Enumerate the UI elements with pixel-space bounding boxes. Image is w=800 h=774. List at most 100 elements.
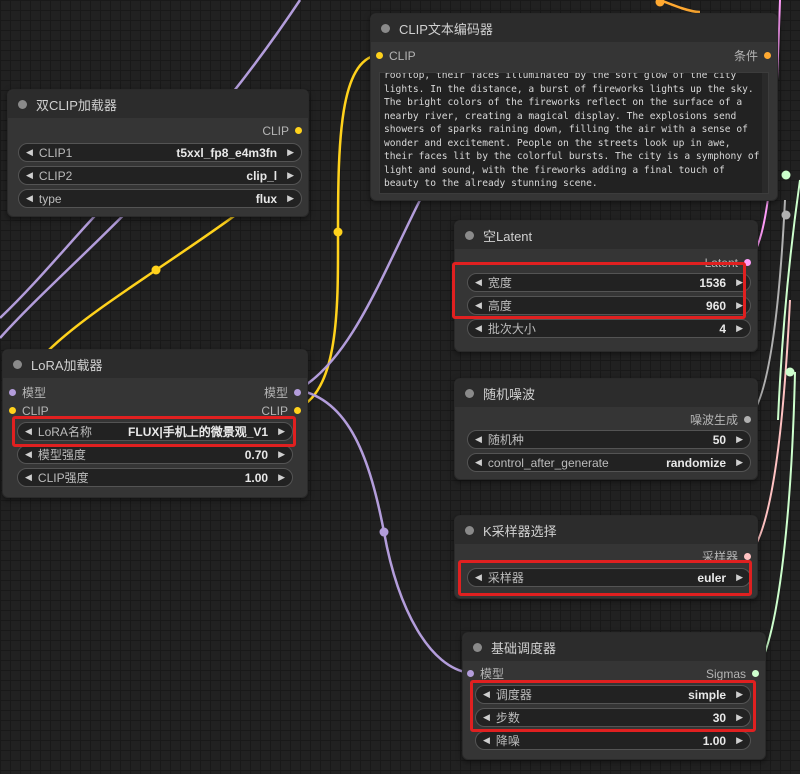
wire-reroute-dot	[333, 227, 343, 237]
output-slot-noise[interactable]: 噪波生成	[690, 413, 751, 427]
slot-dot-icon[interactable]	[744, 259, 751, 267]
arrow-right-icon[interactable]: ▶	[736, 457, 743, 467]
node-title-bar[interactable]: CLIP文本编码器	[371, 14, 777, 42]
arrow-right-icon[interactable]: ▶	[736, 572, 743, 582]
arrow-right-icon[interactable]: ▶	[736, 735, 743, 745]
node-title: CLIP文本编码器	[399, 21, 493, 37]
collapse-dot-icon[interactable]	[13, 359, 22, 369]
arrow-left-icon[interactable]: ◀	[475, 277, 482, 287]
output-slot-model[interactable]: 模型	[264, 386, 301, 400]
slot-dot-icon[interactable]	[744, 416, 751, 424]
output-slot-clip[interactable]: CLIP	[262, 124, 302, 138]
arrow-right-icon[interactable]: ▶	[736, 277, 743, 287]
arrow-left-icon[interactable]: ◀	[475, 457, 482, 467]
arrow-left-icon[interactable]: ◀	[25, 472, 32, 482]
arrow-left-icon[interactable]: ◀	[25, 449, 32, 459]
node-title-bar[interactable]: K采样器选择	[455, 516, 757, 544]
node-title-bar[interactable]: 空Latent	[455, 221, 757, 249]
collapse-dot-icon[interactable]	[465, 388, 474, 398]
collapse-dot-icon[interactable]	[381, 23, 390, 33]
slot-dot-icon[interactable]	[752, 670, 759, 678]
arrow-left-icon[interactable]: ◀	[483, 735, 490, 745]
collapse-dot-icon[interactable]	[473, 642, 482, 652]
prompt-textarea[interactable]: rooftop, their faces illuminated by the …	[379, 72, 769, 194]
input-slot-model[interactable]: 模型	[9, 386, 46, 400]
clip-text-encoder-node[interactable]: CLIP文本编码器 CLIP 条件 rooftop, their faces i…	[370, 13, 778, 201]
node-title-bar[interactable]: 双CLIP加载器	[8, 90, 308, 118]
node-title: 空Latent	[483, 228, 533, 244]
slot-dot-icon[interactable]	[744, 553, 751, 561]
arrow-left-icon[interactable]: ◀	[475, 300, 482, 310]
arrow-left-icon[interactable]: ◀	[26, 193, 33, 203]
node-title-bar[interactable]: 基础调度器	[463, 633, 765, 661]
arrow-right-icon[interactable]: ▶	[736, 712, 743, 722]
arrow-left-icon[interactable]: ◀	[26, 170, 33, 180]
collapse-dot-icon[interactable]	[465, 230, 474, 240]
collapse-dot-icon[interactable]	[465, 525, 474, 535]
arrow-left-icon[interactable]: ◀	[475, 572, 482, 582]
arrow-left-icon[interactable]: ◀	[483, 712, 490, 722]
arrow-left-icon[interactable]: ◀	[25, 426, 32, 436]
arrow-right-icon[interactable]: ▶	[287, 170, 294, 180]
wire-reroute-dot	[781, 170, 791, 180]
node-title: 双CLIP加载器	[36, 97, 117, 113]
arrow-left-icon[interactable]: ◀	[475, 323, 482, 333]
input-slot-clip[interactable]: CLIP	[376, 49, 416, 63]
slot-dot-icon[interactable]	[9, 407, 16, 415]
highlight-box-lora-name	[12, 416, 296, 447]
slot-dot-icon[interactable]	[294, 407, 301, 415]
arrow-left-icon[interactable]: ◀	[475, 434, 482, 444]
input-slot-model[interactable]: 模型	[467, 667, 504, 681]
node-title-bar[interactable]: 随机噪波	[455, 379, 757, 407]
wire-conditioning-top	[659, 0, 701, 14]
slot-dot-icon[interactable]	[295, 127, 302, 135]
slot-dot-icon[interactable]	[294, 389, 301, 397]
collapse-dot-icon[interactable]	[18, 99, 27, 109]
arrow-right-icon[interactable]: ▶	[278, 472, 285, 482]
arrow-right-icon[interactable]: ▶	[736, 323, 743, 333]
arrow-right-icon[interactable]: ▶	[278, 426, 285, 436]
node-title: K采样器选择	[483, 523, 557, 539]
arrow-right-icon[interactable]: ▶	[736, 434, 743, 444]
arrow-right-icon[interactable]: ▶	[278, 449, 285, 459]
output-slot-sigmas[interactable]: Sigmas	[706, 667, 759, 681]
slot-dot-icon[interactable]	[9, 389, 16, 397]
slot-dot-icon[interactable]	[376, 52, 383, 60]
textarea-scrollbar[interactable]	[762, 73, 768, 193]
arrow-right-icon[interactable]: ▶	[736, 300, 743, 310]
arrow-right-icon[interactable]: ▶	[287, 147, 294, 157]
arrow-left-icon[interactable]: ◀	[483, 689, 490, 699]
input-slot-clip[interactable]: CLIP	[9, 404, 49, 418]
wire-model-background-2	[0, 199, 111, 319]
output-slot-clip[interactable]: CLIP	[261, 404, 301, 418]
slot-dot-icon[interactable]	[764, 52, 771, 60]
node-title: 随机噪波	[483, 386, 536, 402]
arrow-right-icon[interactable]: ▶	[287, 193, 294, 203]
node-title-bar[interactable]: LoRA加载器	[3, 350, 307, 378]
arrow-right-icon[interactable]: ▶	[736, 689, 743, 699]
arrow-left-icon[interactable]: ◀	[26, 147, 33, 157]
output-slot-conditioning[interactable]: 条件	[734, 49, 771, 63]
slot-dot-icon[interactable]	[467, 670, 474, 678]
